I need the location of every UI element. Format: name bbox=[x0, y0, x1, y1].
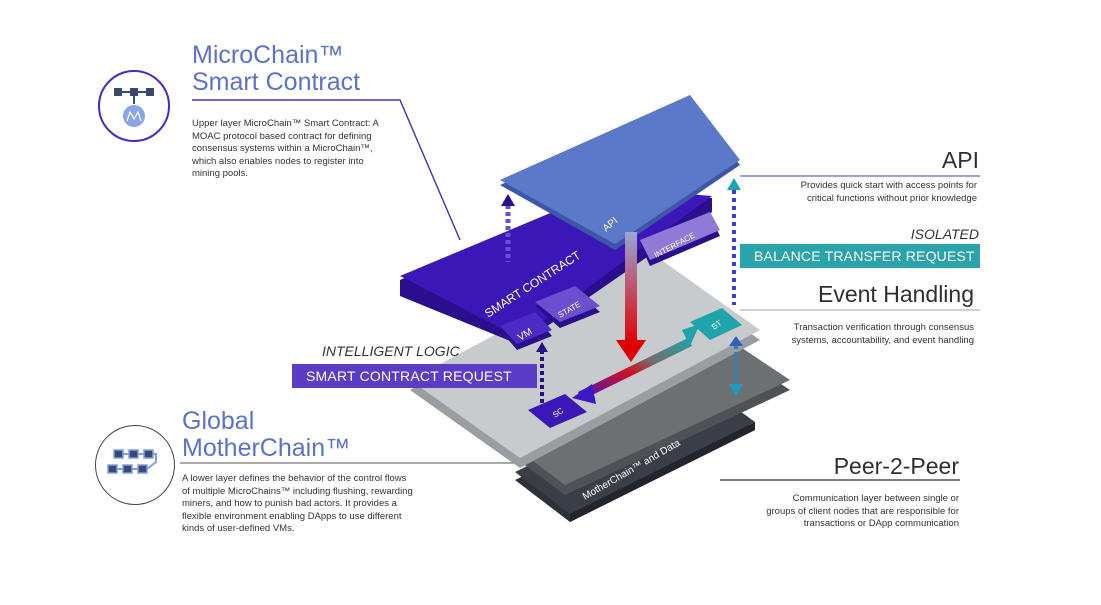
motherchain-title-line2: MotherChain™ bbox=[182, 434, 351, 462]
bt-tab bbox=[690, 308, 742, 340]
logic-layer bbox=[410, 252, 760, 468]
dotted-arrow-sc-to-api bbox=[501, 194, 515, 262]
sc-tab bbox=[528, 394, 587, 428]
desc-line: MOAC protocol based contract for definin… bbox=[192, 130, 372, 142]
smart-contract-request-banner: SMART CONTRACT REQUEST bbox=[292, 364, 537, 388]
motherchain-blocks-icon bbox=[107, 449, 157, 474]
motherchain-description: A lower layer defines the behavior of th… bbox=[182, 473, 442, 536]
motherchain-title-line1: Global bbox=[182, 407, 255, 435]
desc-line: of multiple MicroChains™ including flush… bbox=[182, 485, 413, 497]
dotted-arrow-event bbox=[729, 336, 743, 396]
dotted-arrow-request bbox=[536, 342, 548, 405]
p2p-description: Communication layer between single or gr… bbox=[699, 493, 959, 531]
desc-line: flexible environment enabling DApps to u… bbox=[182, 510, 402, 522]
dotted-arrow-balance-to-api bbox=[727, 178, 741, 305]
desc-line: mining pools. bbox=[192, 168, 248, 179]
api-layer bbox=[500, 95, 740, 250]
microchain-description: Upper layer MicroChain™ Smart Contract: … bbox=[192, 118, 412, 181]
desc-line: consensus systems within a MicroChain™, bbox=[192, 143, 373, 154]
api-title: API bbox=[941, 147, 979, 173]
p2p-title: Peer-2-Peer bbox=[833, 453, 959, 479]
event-handling-description: Transaction verification through consens… bbox=[734, 322, 974, 347]
desc-line: systems, accountability, and event handl… bbox=[791, 334, 974, 346]
motherchain-title: Global MotherChain™ bbox=[182, 408, 350, 462]
desc-line: Transaction verification through consens… bbox=[793, 322, 974, 333]
desc-line: miners, and how to punish bad actors. It… bbox=[182, 498, 397, 509]
microchain-icon bbox=[98, 70, 170, 142]
desc-line: kinds of user-defined VMs. bbox=[182, 523, 295, 534]
desc-line: critical functions without prior knowled… bbox=[806, 192, 977, 204]
desc-line: A lower layer defines the behavior of th… bbox=[182, 473, 407, 484]
intelligent-logic-label: INTELLIGENT LOGIC bbox=[322, 343, 460, 359]
desc-line: Upper layer MicroChain™ Smart Contract: … bbox=[192, 118, 379, 129]
event-handling-title: Event Handling bbox=[818, 281, 974, 307]
desc-line: transactions or DApp communication bbox=[803, 518, 959, 529]
desc-line: Provides quick start with access points … bbox=[800, 180, 977, 191]
desc-line: Communication layer between single or bbox=[792, 493, 959, 504]
microchain-network-icon bbox=[114, 88, 154, 127]
microchain-title-line1: MicroChain™ bbox=[192, 41, 344, 69]
desc-line: groups of client nodes that are responsi… bbox=[766, 505, 959, 517]
microchain-title-line2: Smart Contract bbox=[192, 68, 361, 96]
balance-transfer-request-banner: BALANCE TRANSFER REQUEST bbox=[740, 244, 980, 268]
motherchain-icon bbox=[95, 425, 175, 505]
desc-line: which also enables nodes to register int… bbox=[192, 155, 364, 167]
microchain-connector-line bbox=[192, 99, 461, 241]
microchain-title: MicroChain™ Smart Contract bbox=[192, 42, 360, 96]
isolated-label: ISOLATED bbox=[910, 226, 979, 242]
api-description: Provides quick start with access points … bbox=[737, 180, 977, 205]
red-down-arrow bbox=[616, 232, 646, 362]
diagonal-transfer-arrow bbox=[572, 324, 700, 404]
